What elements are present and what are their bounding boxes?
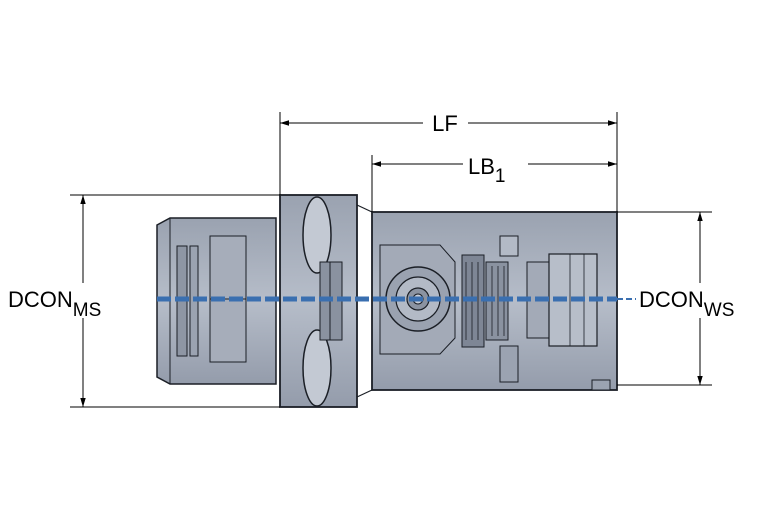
dcon-ms-main: DCON [8, 287, 73, 312]
lb1-label: LB1 [468, 154, 506, 187]
dcon-ws-main: DCON [639, 287, 704, 312]
dcon-ms-label: DCONMS [8, 287, 101, 321]
dcon-ws-subscript: WS [704, 300, 735, 321]
lb1-subscript: 1 [495, 166, 506, 187]
dimension-dcon-ws: DCONWS [617, 211, 734, 386]
dcon-ws-label: DCONWS [639, 287, 734, 321]
dimension-lb1: LB1 [371, 154, 617, 212]
dcon-ms-subscript: MS [73, 300, 102, 321]
lb1-main: LB [468, 154, 495, 179]
lf-label: LF [432, 111, 458, 136]
dimension-lf: LF [279, 111, 618, 212]
dimension-dcon-ms: DCONMS [8, 194, 280, 408]
